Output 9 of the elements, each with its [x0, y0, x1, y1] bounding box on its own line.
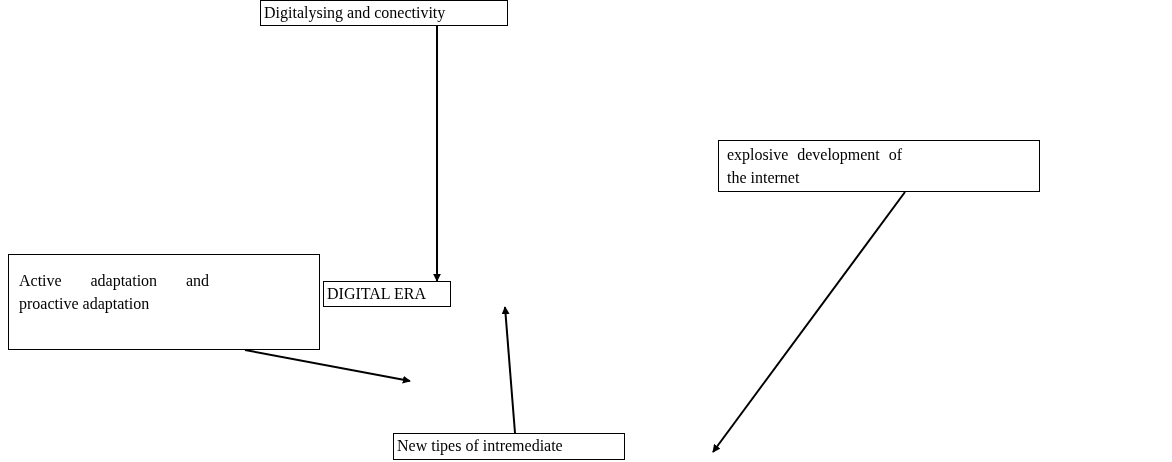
arrow: [712, 191, 906, 453]
text-box: New tipes of intremediate: [393, 433, 625, 460]
arrow: [433, 25, 441, 282]
arrow: [244, 349, 411, 384]
text-box: DIGITAL ERA: [323, 281, 451, 307]
text-box: Active adaptation and proactive adaptation: [8, 254, 320, 350]
arrow: [501, 306, 516, 434]
text-box: explosive development of the internet: [718, 140, 1040, 192]
text-box: Digitalysing and conectivity: [260, 0, 508, 26]
